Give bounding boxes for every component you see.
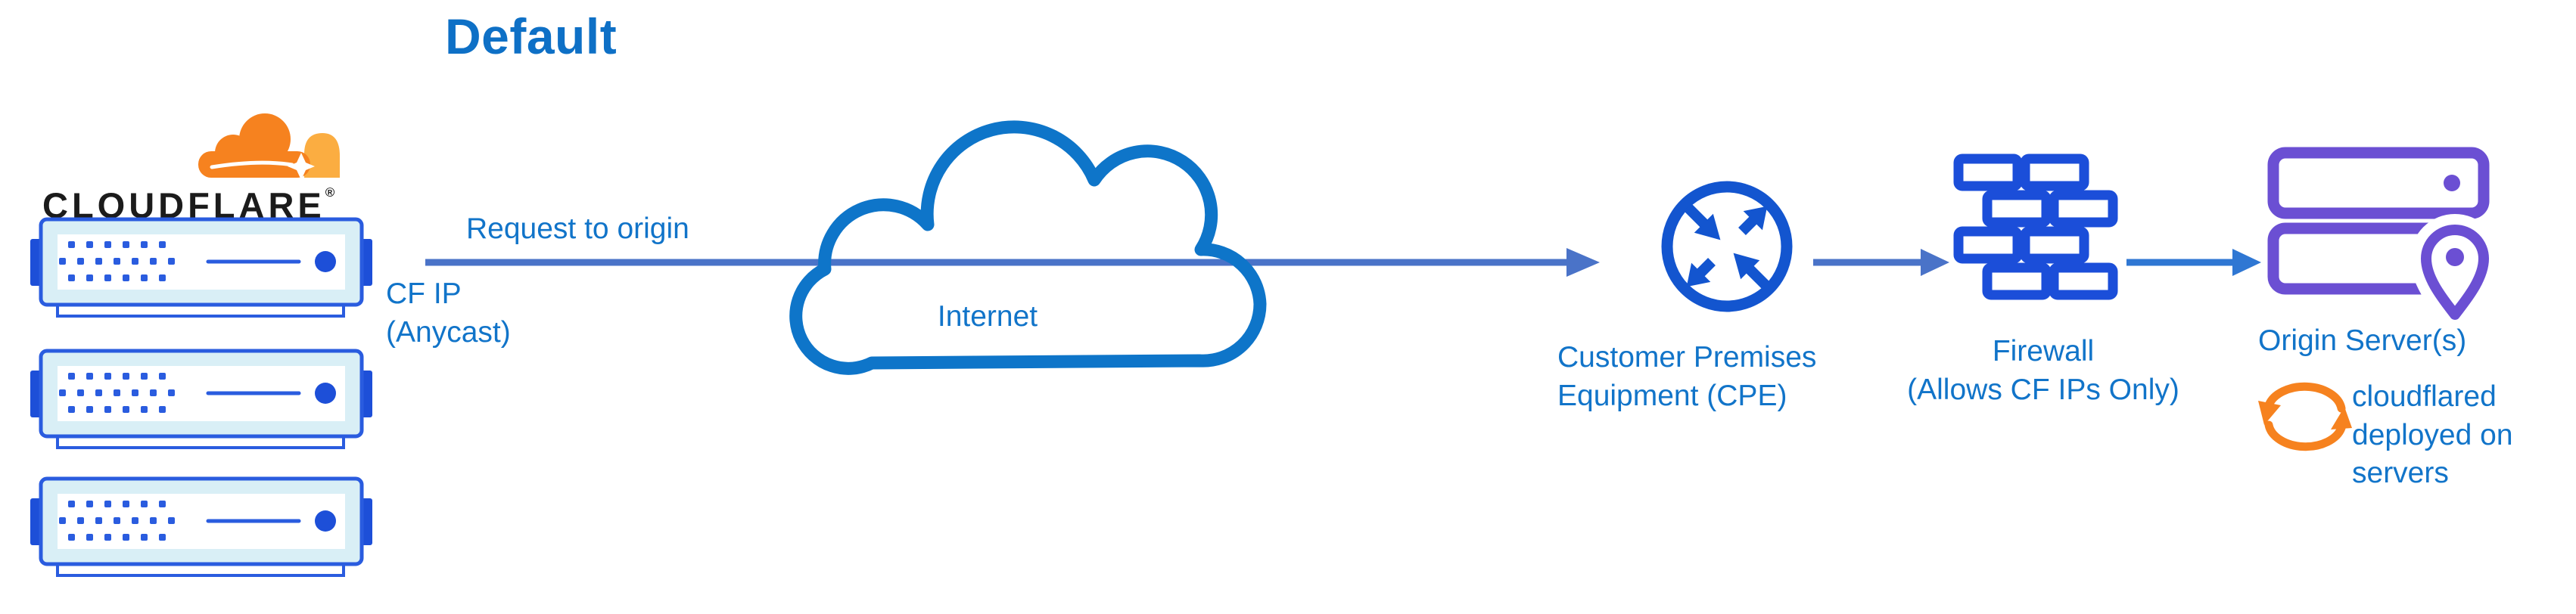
cloudflared-note-line3: servers (2352, 457, 2449, 490)
edge-server-2 (30, 351, 372, 448)
firewall-label-line1: Firewall (1992, 335, 2095, 367)
internet-label: Internet (937, 300, 1038, 333)
cpe-router-icon (1661, 181, 1793, 312)
cloudflared-sync-icon (2258, 382, 2352, 451)
cloudflared-note: cloudflared deployed on servers (2352, 378, 2513, 493)
origin-servers-icon (2267, 147, 2500, 330)
edge-server-1 (30, 219, 372, 316)
internet-cloud-icon (789, 120, 1267, 375)
firewall-label: Firewall (Allows CF IPs Only) (1869, 333, 2217, 409)
firewall-icon (1953, 154, 2118, 300)
cf-ip-line1: CF IP (386, 278, 462, 310)
request-arrow (425, 248, 1600, 277)
cloudflare-servers-icon (30, 216, 372, 579)
location-pin-icon (2410, 214, 2500, 330)
origin-servers-label: Origin Server(s) (2258, 324, 2467, 357)
cloudflare-logo-icon (198, 113, 340, 180)
cpe-label-line2: Equipment (CPE) (1557, 379, 1787, 412)
firewall-to-origin-arrow (2126, 249, 2261, 276)
firewall-label-line2: (Allows CF IPs Only) (1907, 373, 2179, 406)
cpe-to-firewall-arrow (1813, 249, 1949, 276)
request-to-origin-label: Request to origin (466, 212, 689, 245)
cf-ip-anycast-label: CF IP (Anycast) (386, 275, 511, 352)
registered-mark: ® (325, 185, 335, 200)
cloudflared-note-line1: cloudflared (2352, 380, 2497, 413)
page-title: Default (445, 8, 618, 64)
edge-server-3 (30, 479, 372, 575)
cloudflared-note-line2: deployed on (2352, 418, 2513, 451)
cpe-label: Customer Premises Equipment (CPE) (1557, 339, 1816, 415)
cf-ip-line2: (Anycast) (386, 315, 511, 349)
cpe-label-line1: Customer Premises (1557, 341, 1817, 374)
